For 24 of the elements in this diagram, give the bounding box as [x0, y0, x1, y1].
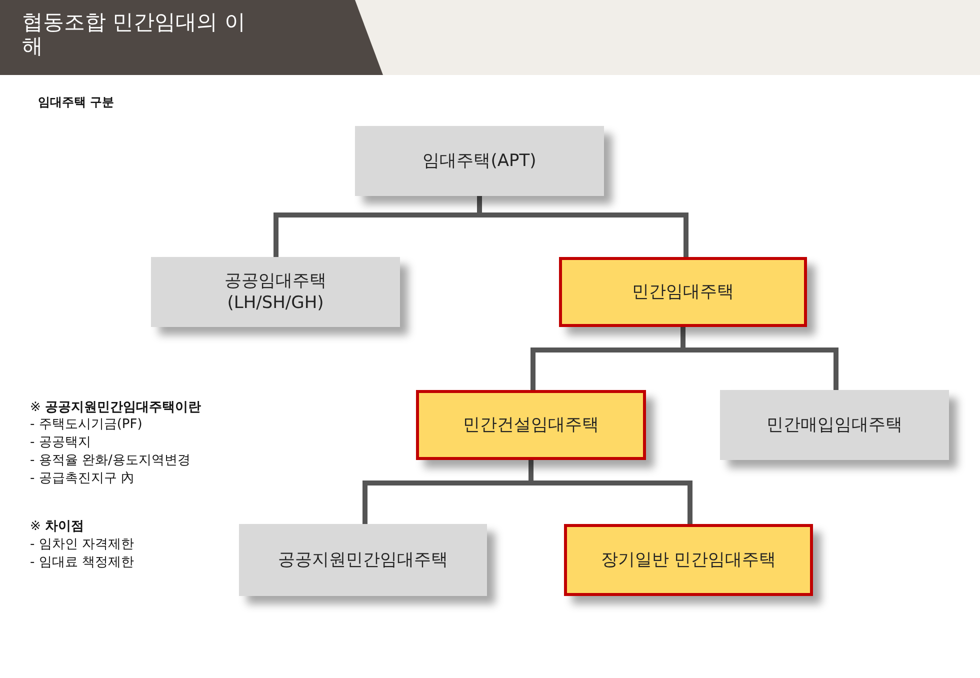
box-label: 공공임대주택 (LH/SH/GH) — [224, 270, 328, 314]
box-label: 민간임대주택 — [631, 280, 735, 304]
box-label: 민간매입임대주택 — [766, 414, 904, 436]
note-text: - 임차인 자격제한 — [30, 536, 134, 553]
category-box — [239, 524, 487, 596]
note-text: - 공공택지 — [30, 434, 91, 451]
note-text: - 주택도시기금(PF) — [30, 416, 142, 433]
highlighted-category-box — [564, 524, 813, 596]
highlighted-category-box — [559, 257, 807, 327]
category-box — [720, 390, 949, 460]
note-text: - 공급촉진지구 內 — [30, 470, 134, 487]
highlighted-category-box — [416, 390, 646, 460]
section-heading: 임대주택 구분 — [38, 94, 114, 111]
box-label: 공공지원민간임대주택 — [277, 548, 449, 572]
category-box — [151, 257, 400, 327]
box-label: 민간건설임대주택 — [462, 414, 600, 436]
box-label: 장기일반 민간임대주택 — [600, 548, 778, 572]
note-text: - 용적율 완화/용도지역변경 — [30, 452, 190, 469]
category-box — [355, 126, 604, 196]
note-text: ※ 공공지원민간임대주택이란 — [30, 399, 202, 416]
note-text: - 임대료 책정제한 — [30, 554, 134, 571]
title: 협동조합 민간임대의 이해 — [22, 10, 246, 58]
note-text: ※ 차이점 — [30, 518, 84, 535]
box-label: 임대주택(APT) — [422, 150, 538, 172]
